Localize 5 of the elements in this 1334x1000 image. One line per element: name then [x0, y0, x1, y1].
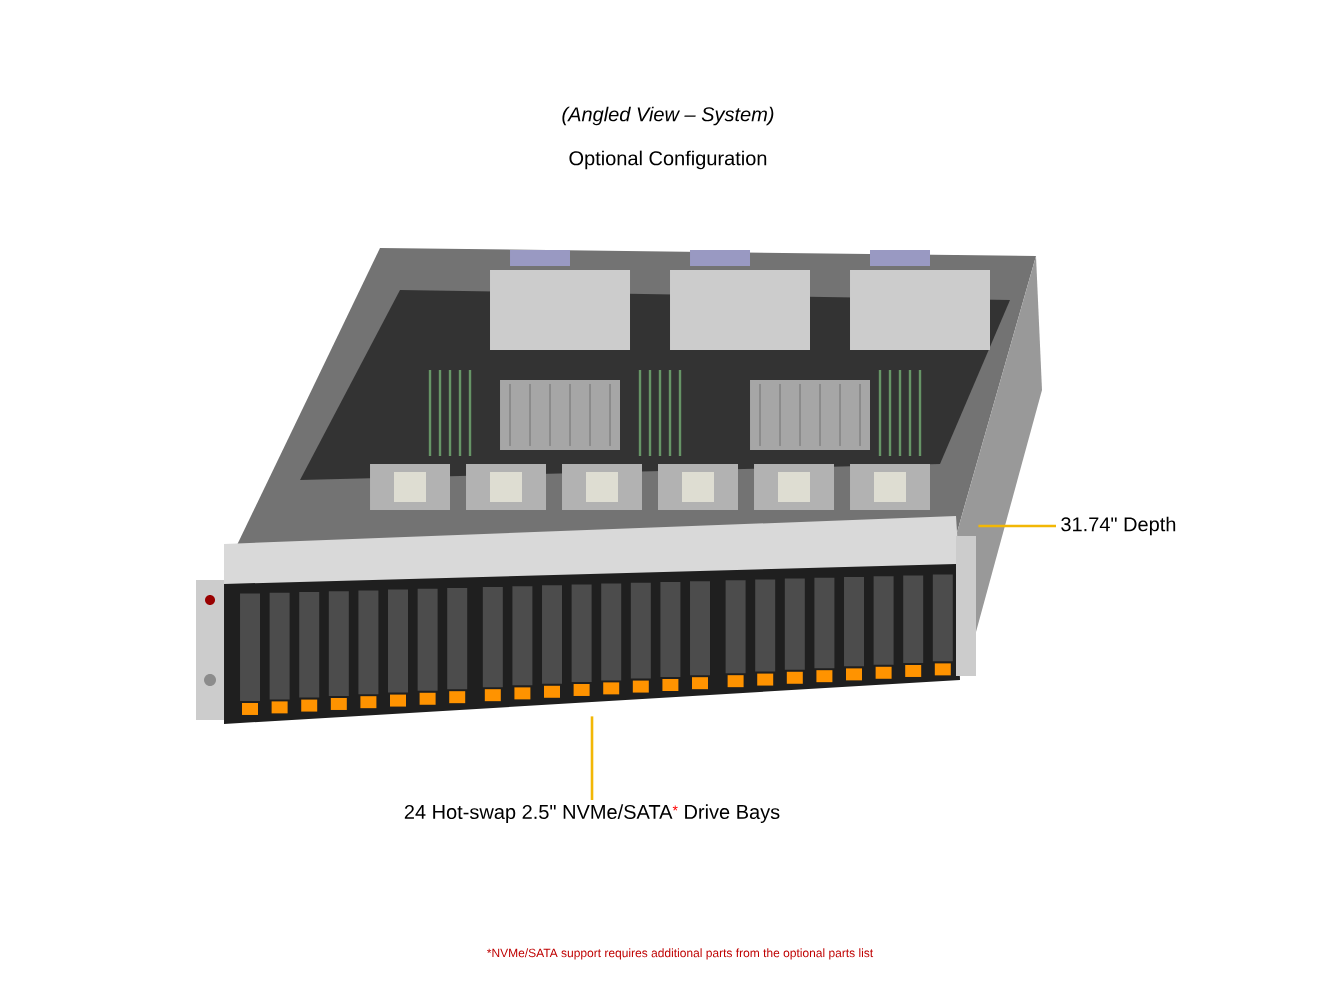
configuration-label: Optional Configuration: [569, 150, 767, 170]
server-drawing: [196, 248, 1042, 724]
dimension-label: 31.74" Depth: [1061, 516, 1176, 536]
leader-line: [590, 716, 594, 800]
view-title: (Angled View – System): [562, 106, 774, 126]
